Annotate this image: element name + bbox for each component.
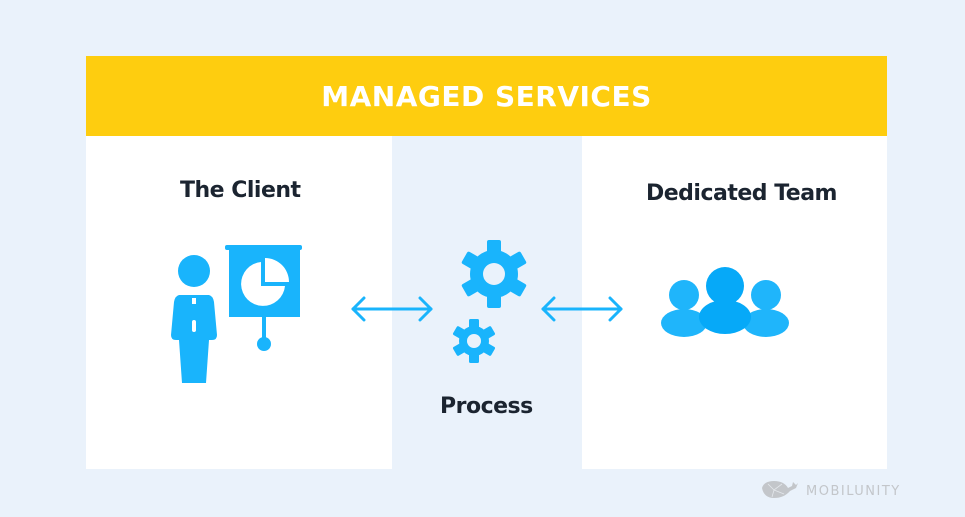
small-gear-icon [451, 318, 497, 364]
mobilunity-logo: MOBILUNITY [760, 478, 901, 505]
whale-icon [760, 478, 800, 505]
client-label: The Client [180, 178, 301, 203]
process-label: Process [440, 394, 533, 419]
bidirectional-arrow-right [540, 296, 624, 322]
header-banner: MANAGED SERVICES [86, 56, 887, 136]
bidirectional-arrow-left [350, 296, 434, 322]
logo-text: MOBILUNITY [806, 484, 901, 499]
team-label: Dedicated Team [646, 181, 837, 206]
banner-title: MANAGED SERVICES [321, 79, 652, 113]
group-icon [660, 265, 790, 337]
presenter-icon [165, 240, 305, 385]
large-gear-icon [458, 238, 530, 310]
